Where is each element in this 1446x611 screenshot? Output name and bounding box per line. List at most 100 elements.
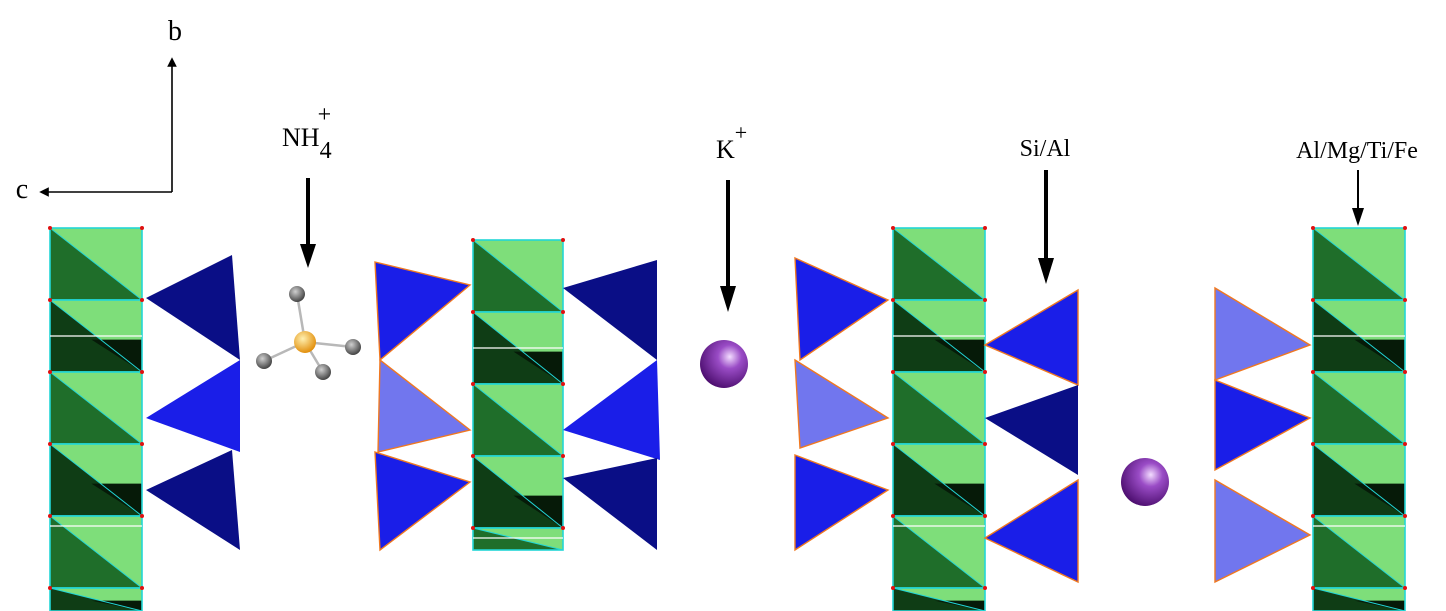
octahedron-edge: [1312, 515, 1406, 589]
octahedron-edge: [472, 527, 564, 551]
tetrahedron: [1214, 478, 1312, 584]
oxygen-atom: [561, 238, 565, 242]
tetrahedron: [1214, 378, 1312, 472]
octahedron-edge: [49, 587, 143, 611]
octahedral-column: [891, 226, 987, 611]
octahedral-column: [471, 238, 565, 551]
octahedron-edge: [892, 587, 986, 611]
octahedron-face: [513, 495, 563, 528]
oxygen-atom: [891, 226, 895, 230]
octahedron-edge: [49, 587, 143, 611]
tetrahedral-sheets: [146, 255, 1312, 584]
octahedron-edge: [472, 239, 564, 313]
octahedral-column: [1311, 226, 1407, 611]
hydrogen-atom: [345, 339, 361, 355]
hydrogen-atom: [289, 286, 305, 302]
tetrahedron: [146, 360, 240, 452]
oxygen-atom: [561, 382, 565, 386]
tetrahedron: [374, 451, 472, 552]
tetrahedron: [374, 261, 472, 362]
oxygen-atom: [561, 454, 565, 458]
oxygen-atom: [891, 514, 895, 518]
c-axis-label: c: [16, 174, 28, 205]
oxygen-atom: [471, 526, 475, 530]
oxygen-atom: [1403, 442, 1407, 446]
tetrahedron: [983, 288, 1079, 387]
octahedron-face: [1354, 483, 1405, 516]
oxygen-atom: [561, 310, 565, 314]
octahedron-edge: [1312, 371, 1406, 445]
octahedron-face: [934, 339, 985, 372]
octahedron-face: [1354, 600, 1405, 611]
octahedron-edge: [892, 227, 986, 301]
oxygen-atom: [140, 514, 144, 518]
oxygen-atom: [48, 442, 52, 446]
octahedron-face: [91, 483, 142, 516]
oxygen-atom: [140, 586, 144, 590]
octahedron-edge: [49, 443, 143, 517]
tetrahedron: [146, 255, 240, 360]
oxygen-atom: [1311, 586, 1315, 590]
oxygen-atom: [983, 370, 987, 374]
octahedron-edge: [892, 371, 986, 445]
oxygen-atom: [471, 454, 475, 458]
oxygen-atom: [1311, 514, 1315, 518]
oxygen-atom: [48, 586, 52, 590]
si-al-label: Si/Al: [1020, 136, 1071, 162]
oxygen-atom: [140, 226, 144, 230]
oxygen-atom: [1403, 586, 1407, 590]
octahedron-edge: [892, 443, 986, 517]
oxygen-atom: [48, 226, 52, 230]
octahedron-face: [1354, 339, 1405, 372]
oxygen-atom: [891, 586, 895, 590]
octahedron-edge: [1312, 227, 1406, 301]
b-axis-label: b: [168, 16, 182, 47]
oxygen-atom: [1311, 298, 1315, 302]
octa-label-group: Al/Mg/Ti/Fe: [1296, 138, 1418, 226]
octahedron-edge: [1312, 443, 1406, 517]
octahedron-edge: [1312, 587, 1406, 611]
tetrahedron: [563, 360, 660, 460]
oxygen-atom: [891, 298, 895, 302]
oxygen-atom: [561, 526, 565, 530]
oxygen-atom: [891, 442, 895, 446]
oxygen-atom: [1311, 442, 1315, 446]
oxygen-atom: [471, 238, 475, 242]
tetrahedron: [377, 358, 472, 453]
oxygen-atom: [48, 298, 52, 302]
oxygen-atom: [983, 586, 987, 590]
oxygen-atom: [48, 370, 52, 374]
octahedron-edge: [49, 371, 143, 445]
oxygen-atom: [1403, 370, 1407, 374]
octahedron-face: [91, 600, 142, 611]
octahedral-column: [48, 226, 144, 611]
octahedron-face: [934, 600, 985, 611]
oxygen-atom: [1403, 514, 1407, 518]
octahedron-edge: [472, 383, 564, 457]
oxygen-atom: [471, 310, 475, 314]
tetrahedron: [563, 458, 657, 550]
nh4-label: NH4+: [282, 102, 332, 164]
hydrogen-atom: [315, 364, 331, 380]
k-label: K+: [716, 120, 747, 164]
octahedron-face: [513, 351, 563, 384]
octahedron-edge: [49, 515, 143, 589]
oxygen-atom: [471, 382, 475, 386]
octahedron-face: [934, 483, 985, 516]
potassium-ion: [700, 340, 748, 388]
tetrahedron: [794, 256, 890, 362]
oxygen-atom: [48, 514, 52, 518]
ammonium-ion: [256, 286, 361, 380]
octahedron-edge: [472, 455, 564, 529]
axis-indicator: b c: [16, 16, 182, 205]
octahedron-edge: [49, 227, 143, 301]
tetrahedron: [146, 450, 240, 550]
oxygen-atom: [1403, 226, 1407, 230]
octahedron-edge: [472, 527, 564, 551]
tetrahedron: [563, 260, 657, 360]
tetrahedron: [983, 478, 1079, 584]
oxygen-atom: [983, 298, 987, 302]
tetrahedron: [1214, 286, 1312, 382]
oxygen-atom: [1311, 226, 1315, 230]
